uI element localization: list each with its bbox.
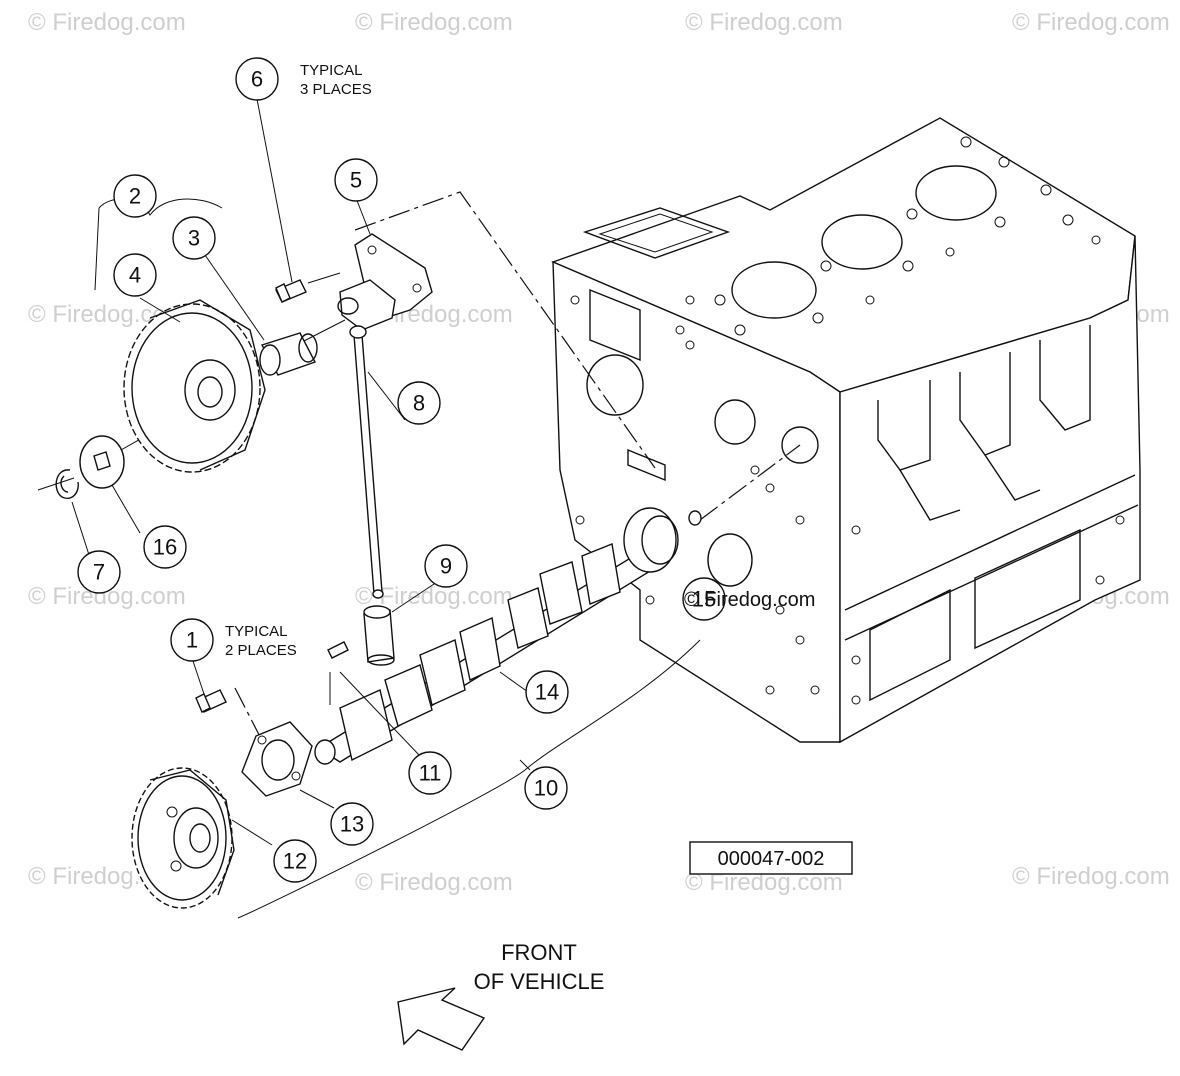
callout-5[interactable]: 5: [334, 158, 378, 202]
callout-15[interactable]: 15: [682, 577, 726, 621]
callout-label: 15: [692, 587, 716, 612]
callout-label: 9: [440, 554, 452, 579]
callout-16[interactable]: 16: [143, 525, 187, 569]
callout-7[interactable]: 7: [77, 550, 121, 594]
front-arrow-icon: [397, 987, 486, 1051]
callout-label: 4: [129, 263, 141, 288]
callouts: 1 2 3 4 5 6 7 8: [77, 57, 726, 883]
callout-4[interactable]: 4: [113, 253, 157, 297]
callout-3[interactable]: 3: [172, 216, 216, 260]
callout-label: 3: [188, 226, 200, 251]
watermark-text: © Firedog.com: [355, 9, 513, 36]
idler-gear-part: [123, 299, 266, 473]
watermark-text: © Firedog.com: [1012, 863, 1170, 890]
callout-label: 7: [93, 560, 105, 585]
callout-label: 5: [350, 168, 362, 193]
callout-label: 1: [186, 628, 198, 653]
bolt-part: [275, 279, 307, 303]
snap-ring-part: [55, 469, 79, 499]
key-part: [327, 641, 349, 659]
front-of-vehicle-indicator: FRONT OF VEHICLE: [397, 940, 605, 1051]
note-typical-3-line1: TYPICAL: [300, 62, 363, 79]
callout-2[interactable]: 2: [113, 174, 157, 218]
callout-label: 2: [129, 184, 141, 209]
callout-8[interactable]: 8: [397, 381, 441, 425]
bolt-part: [195, 689, 227, 713]
bracket-part: [337, 233, 433, 331]
note-typical-2-line1: TYPICAL: [225, 623, 288, 640]
drawing-number-box: 000047-002: [689, 841, 853, 875]
camshaft-part: [314, 507, 679, 765]
callout-10[interactable]: 10: [524, 766, 568, 810]
watermark-text: © Firedog.com: [355, 869, 513, 896]
note-typical-2-line2: 2 PLACES: [225, 642, 297, 659]
callout-label: 6: [251, 67, 263, 92]
watermark-text: © Firedog.com: [28, 9, 186, 36]
tappet-part: [363, 605, 395, 666]
retainer-plate-part: [241, 721, 313, 797]
note-typical-3-line2: 3 PLACES: [300, 81, 372, 98]
drawing-number: 000047-002: [718, 848, 825, 870]
callout-label: 8: [413, 391, 425, 416]
callout-12[interactable]: 12: [273, 839, 317, 883]
callout-14[interactable]: 14: [525, 670, 569, 714]
engine-block-illustration: [551, 117, 1141, 744]
bushing-part: [259, 332, 318, 376]
watermark-text: © Firedog.com: [1012, 9, 1170, 36]
callout-label: 16: [153, 535, 177, 560]
callout-13[interactable]: 13: [330, 802, 374, 846]
notes: TYPICAL 3 PLACES TYPICAL 2 PLACES: [225, 62, 372, 659]
front-label-line1: FRONT: [501, 940, 577, 965]
callout-6[interactable]: 6: [235, 57, 279, 101]
callout-11[interactable]: 11: [408, 751, 452, 795]
callout-label: 10: [534, 776, 558, 801]
plug-part: [688, 510, 702, 526]
callout-9[interactable]: 9: [424, 544, 468, 588]
callout-label: 14: [535, 680, 559, 705]
watermark-text: © Firedog.com: [685, 9, 843, 36]
callout-label: 12: [283, 849, 307, 874]
push-rod-part: [349, 325, 384, 599]
callout-label: 13: [340, 812, 364, 837]
watermark-text: © Firedog.com: [684, 589, 815, 611]
callout-label: 11: [419, 761, 442, 786]
washer-part: [79, 435, 125, 489]
cam-gear-part: [131, 767, 235, 909]
front-label-line2: OF VEHICLE: [474, 969, 605, 994]
callout-1[interactable]: 1: [170, 618, 214, 662]
